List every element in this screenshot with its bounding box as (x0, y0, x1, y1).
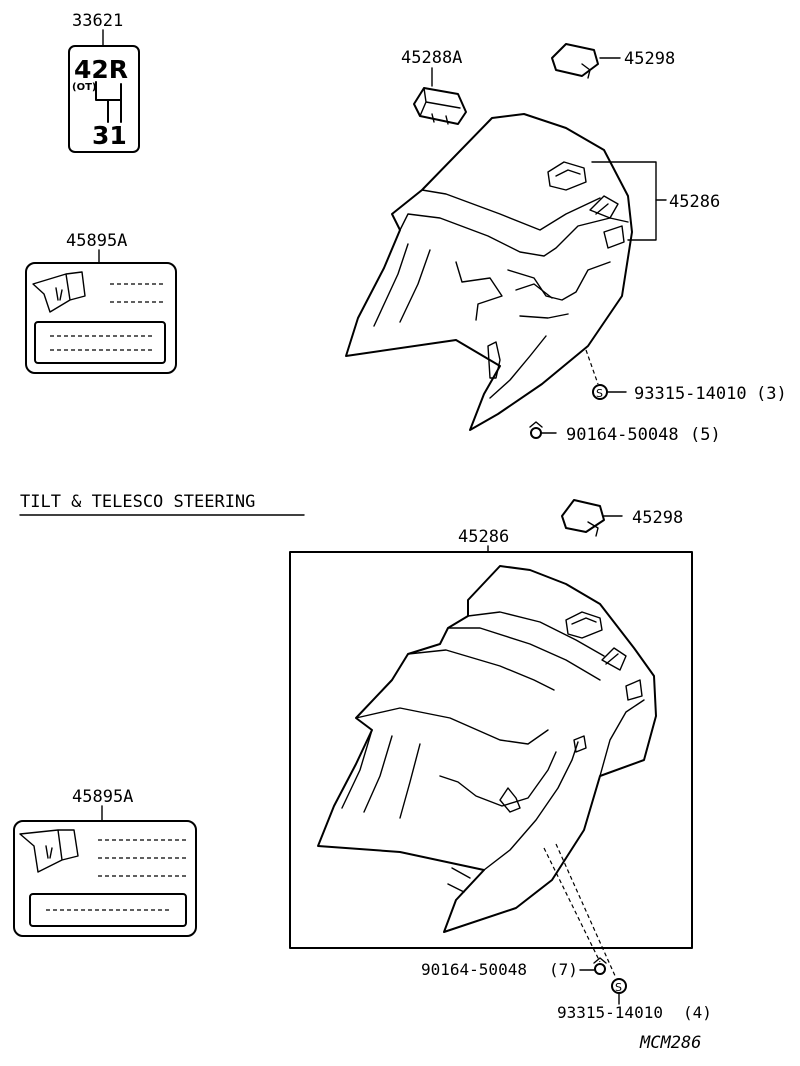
part-label-45895a-bottom: 45895A (72, 787, 133, 807)
drawing-code: MCM286 (639, 1033, 701, 1053)
screw-top: S 93315-14010 (3) (585, 349, 787, 404)
part-label-45895a-top: 45895A (66, 231, 127, 251)
caution-label-plate-top: 45895A (25, 231, 177, 374)
cap-part-bottom: 45298 (561, 499, 683, 537)
shift-pattern-plate: 33621 42R (OT) 31 (68, 11, 140, 153)
column-cover-lower: 45286 (345, 113, 720, 431)
part-label-33621: 33621 (72, 11, 123, 31)
part-label-45288a: 45288A (401, 48, 462, 68)
cap-part-top: 45298 (551, 43, 675, 79)
tilt-telesco-heading: TILT & TELESCO STEERING (20, 492, 255, 512)
shift-pattern-note: (OT) (72, 82, 96, 93)
part-label-45286-top: 45286 (669, 192, 720, 212)
part-qty-screw-bottom: (4) (683, 1003, 712, 1022)
clip-bottom: 90164-50048 (7) (421, 843, 617, 979)
part-qty-clip-top: (5) (690, 425, 721, 445)
screw-bottom: S 93315-14010 (4) (557, 978, 712, 1022)
cover-assembly-frame (289, 551, 693, 949)
part-label-clip-bottom: 90164-50048 (421, 960, 527, 979)
shift-pattern-bottom: 31 (92, 121, 127, 150)
part-label-screw-top: 93315-14010 (634, 384, 747, 404)
part-qty-screw-top: (3) (756, 384, 787, 404)
caution-label-plate-bottom: 45895A (13, 787, 197, 937)
column-cover-assembly (317, 565, 657, 933)
clip-top: 90164-50048 (5) (529, 421, 721, 445)
part-qty-clip-bottom: (7) (549, 960, 578, 979)
part-label-45286-bottom: 45286 (458, 527, 509, 547)
screw-symbol-bottom: S (615, 981, 622, 994)
part-label-45298-bottom: 45298 (632, 508, 683, 528)
part-label-screw-bottom: 93315-14010 (557, 1003, 663, 1022)
screw-symbol-top: S (596, 387, 603, 400)
part-label-45298-top: 45298 (624, 49, 675, 69)
shift-pattern-top: 42R (74, 55, 128, 84)
retainer-part: 45288A (401, 48, 467, 125)
part-label-clip-top: 90164-50048 (566, 425, 679, 445)
